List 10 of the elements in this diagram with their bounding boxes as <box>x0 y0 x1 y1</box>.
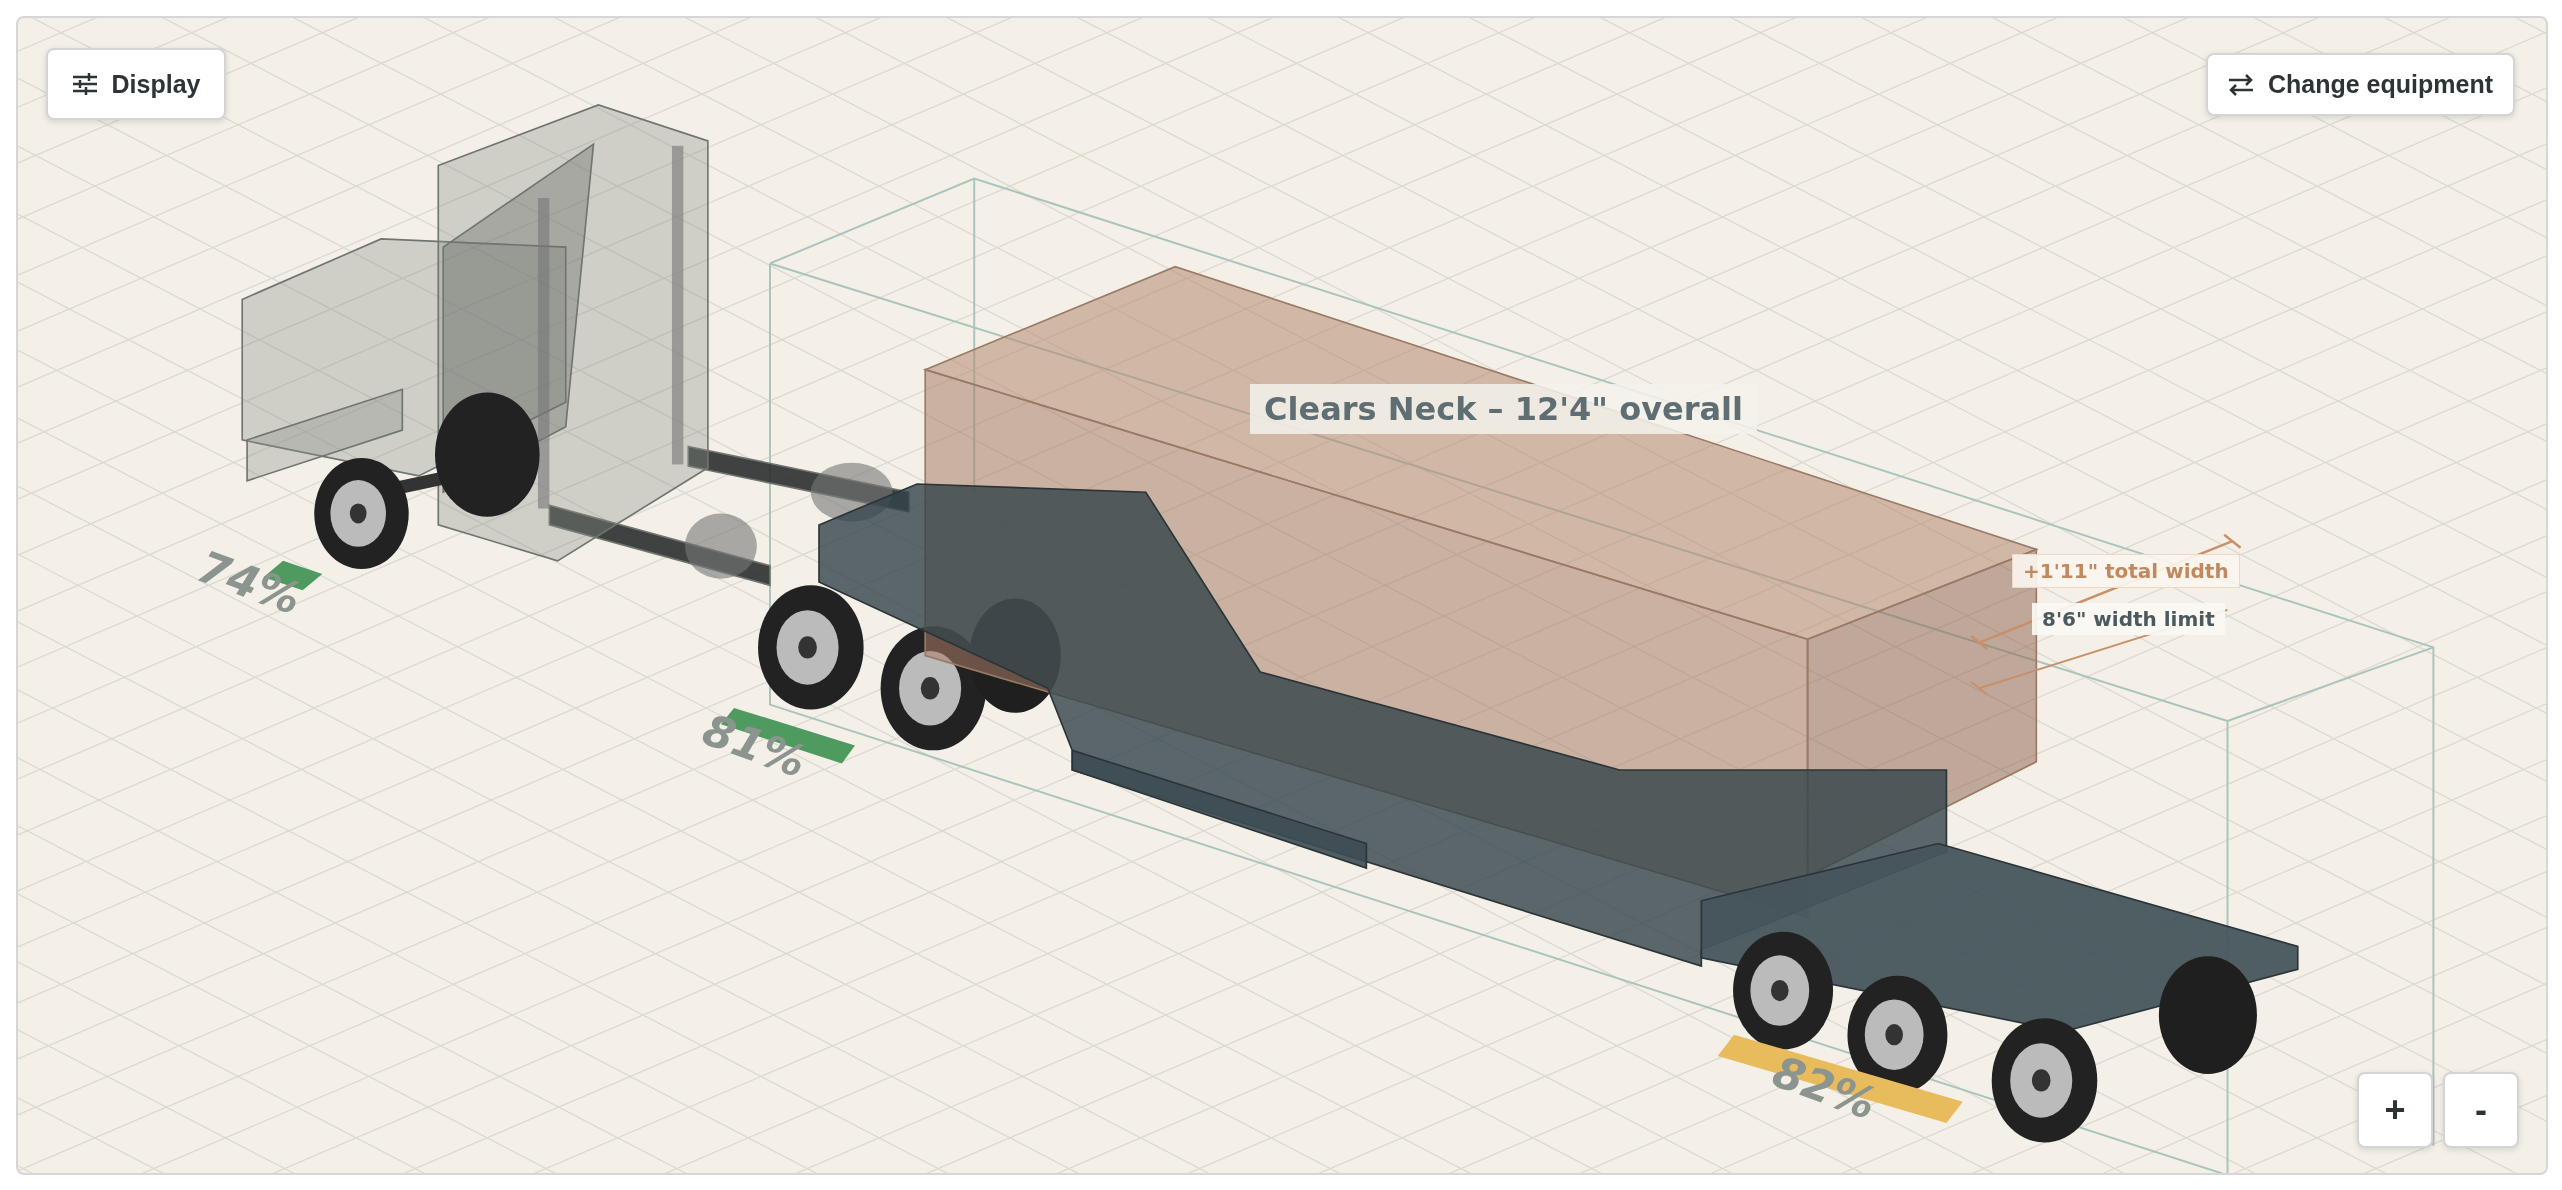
dimension-label: Clears Neck – 12'4" overall <box>1250 384 1757 434</box>
dimension-label: +1'11" total width <box>2012 554 2240 588</box>
change-equipment-button: Change equipment <box>2206 53 2515 116</box>
zoom-in-button: + <box>2357 1072 2433 1148</box>
axle-load-percentage: 81% <box>696 703 813 788</box>
axle-load-percentage: 74% <box>191 540 308 625</box>
zoom-out-button: - <box>2443 1072 2519 1148</box>
axle-load-percentage: 82% <box>1766 1045 1883 1130</box>
display-button: Display <box>46 48 226 120</box>
dimension-label: 8'6" width limit <box>2032 603 2225 635</box>
